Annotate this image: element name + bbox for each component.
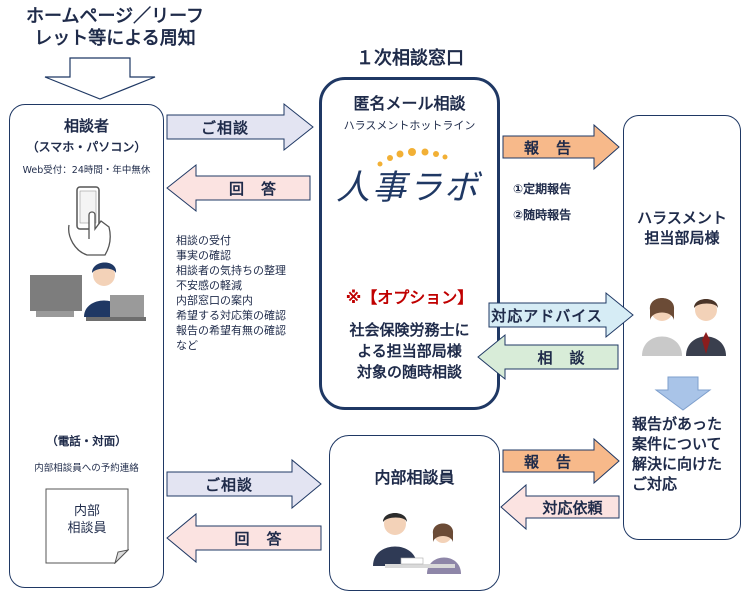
report-arrow-bottom: 報 告 [502, 437, 620, 485]
report-types: ①定期報告 ②随時報告 [513, 176, 571, 228]
advice-arrow-label: 対応アドバイス [491, 306, 603, 325]
harassment-dept-title: ハラスメント 担当部局様 [624, 208, 740, 248]
resolution-line2: 案件について [632, 435, 722, 453]
report-arrow-top-label: 報 告 [523, 138, 572, 157]
first-consultation-title: １次相談窓口 [356, 48, 464, 69]
harassment-dept-title-line2: 担当部局様 [644, 229, 720, 247]
department-staff-icon [642, 298, 726, 356]
hotline-subtitle: ハラスメントホットライン [343, 119, 476, 132]
harassment-dept-title-line1: ハラスメント [637, 209, 727, 227]
resolution-line1: 報告があった [632, 415, 723, 433]
harassment-dept-panel: ハラスメント 担当部局様 報告があった 案件について 解決に向けた ご対応 [623, 115, 741, 540]
jinji-labo-logo-text: 人事ラボ [336, 168, 480, 208]
service-item: 不安感の軽減 [176, 279, 242, 292]
report-arrow-top: 報 告 [502, 123, 620, 171]
answer-arrow-top-label: 回 答 [228, 179, 277, 198]
report-arrow-bottom-label: 報 告 [523, 452, 572, 471]
option-body-line1: 社会保険労務士に [349, 321, 470, 339]
internal-counselor-panel: 内部相談員 [329, 435, 500, 591]
resolution-text: 報告があった 案件について 解決に向けた ご対応 [632, 414, 742, 494]
service-item: 相談の受付 [176, 234, 231, 247]
service-item: 報告の希望有無の確認 [176, 324, 286, 337]
request-arrow: 対応依頼 [500, 483, 620, 531]
option-body: 社会保険労務士に よる担当部局様 対象の随時相談 [322, 320, 497, 383]
consult-back-arrow-label: 相 談 [537, 348, 586, 367]
publicity-notice-line1: ホームページ／リーフ [25, 6, 205, 27]
service-item: 希望する対応策の確認 [176, 309, 286, 322]
smartphone-icon [68, 186, 111, 256]
consultant-title: 相談者 [63, 117, 109, 135]
request-arrow-label: 対応依頼 [542, 498, 603, 517]
internal-note-line2: 相談員 [67, 521, 107, 536]
person-at-computer-icon [30, 262, 146, 321]
internal-counselor-note-icon [45, 488, 129, 564]
internal-counselor-note: 内部 相談員 [45, 503, 129, 537]
anonymous-email-panel: 匿名メール相談 ハラスメントホットライン 人事ラボ ※【オプション】 社会保険労… [319, 77, 500, 410]
consultant-panel: 相談者 （スマホ・パソコン） Web受付：24時間・年中無休 （電話・対面） 内… [9, 104, 164, 588]
resolution-line3: 解決に向けた [632, 455, 723, 473]
option-body-line3: 対象の随時相談 [356, 363, 462, 381]
resolution-down-arrow [654, 376, 712, 411]
reservation-contact: 内部相談員への予約連絡 [34, 463, 139, 474]
service-item: など [176, 339, 198, 352]
anonymous-email-title: 匿名メール相談 [353, 94, 466, 113]
answer-arrow-bottom-label: 回 答 [234, 529, 283, 548]
resolution-line4: ご対応 [632, 475, 678, 493]
report-type-adhoc: ②随時報告 [513, 208, 572, 222]
counseling-meeting-icon [373, 513, 461, 574]
internal-counselor-title: 内部相談員 [374, 468, 455, 487]
answer-arrow-bottom: 回 答 [166, 512, 322, 564]
consult-arrow-top-label: ご相談 [200, 118, 249, 137]
services-list: 相談の受付 事実の確認 相談者の気持ちの整理 不安感の軽減 内部窓口の案内 希望… [176, 233, 321, 353]
publicity-notice: ホームページ／リーフ レット等による周知 [0, 6, 230, 50]
consult-arrow-bottom-label: ご相談 [204, 475, 253, 494]
answer-arrow-top: 回 答 [166, 163, 311, 213]
service-item: 内部窓口の案内 [176, 294, 253, 307]
jinji-labo-logo [377, 148, 448, 167]
service-item: 相談者の気持ちの整理 [176, 264, 286, 277]
service-item: 事実の確認 [176, 249, 231, 262]
option-body-line2: よる担当部局様 [357, 342, 462, 360]
consultant-hours: Web受付：24時間・年中無休 [22, 165, 151, 176]
phone-label: （電話・対面） [46, 434, 127, 448]
consult-back-arrow: 相 談 [477, 333, 619, 381]
advice-arrow: 対応アドバイス [488, 291, 634, 339]
consultant-subtitle: （スマホ・パソコン） [26, 140, 147, 154]
option-title: ※【オプション】 [345, 288, 474, 307]
internal-note-line1: 内部 [73, 504, 100, 519]
report-type-regular: ①定期報告 [513, 182, 572, 196]
publicity-down-arrow [44, 57, 156, 100]
publicity-notice-line2: レット等による周知 [34, 28, 196, 49]
consult-arrow-bottom: ご相談 [166, 458, 322, 510]
consult-arrow-top: ご相談 [166, 102, 314, 152]
